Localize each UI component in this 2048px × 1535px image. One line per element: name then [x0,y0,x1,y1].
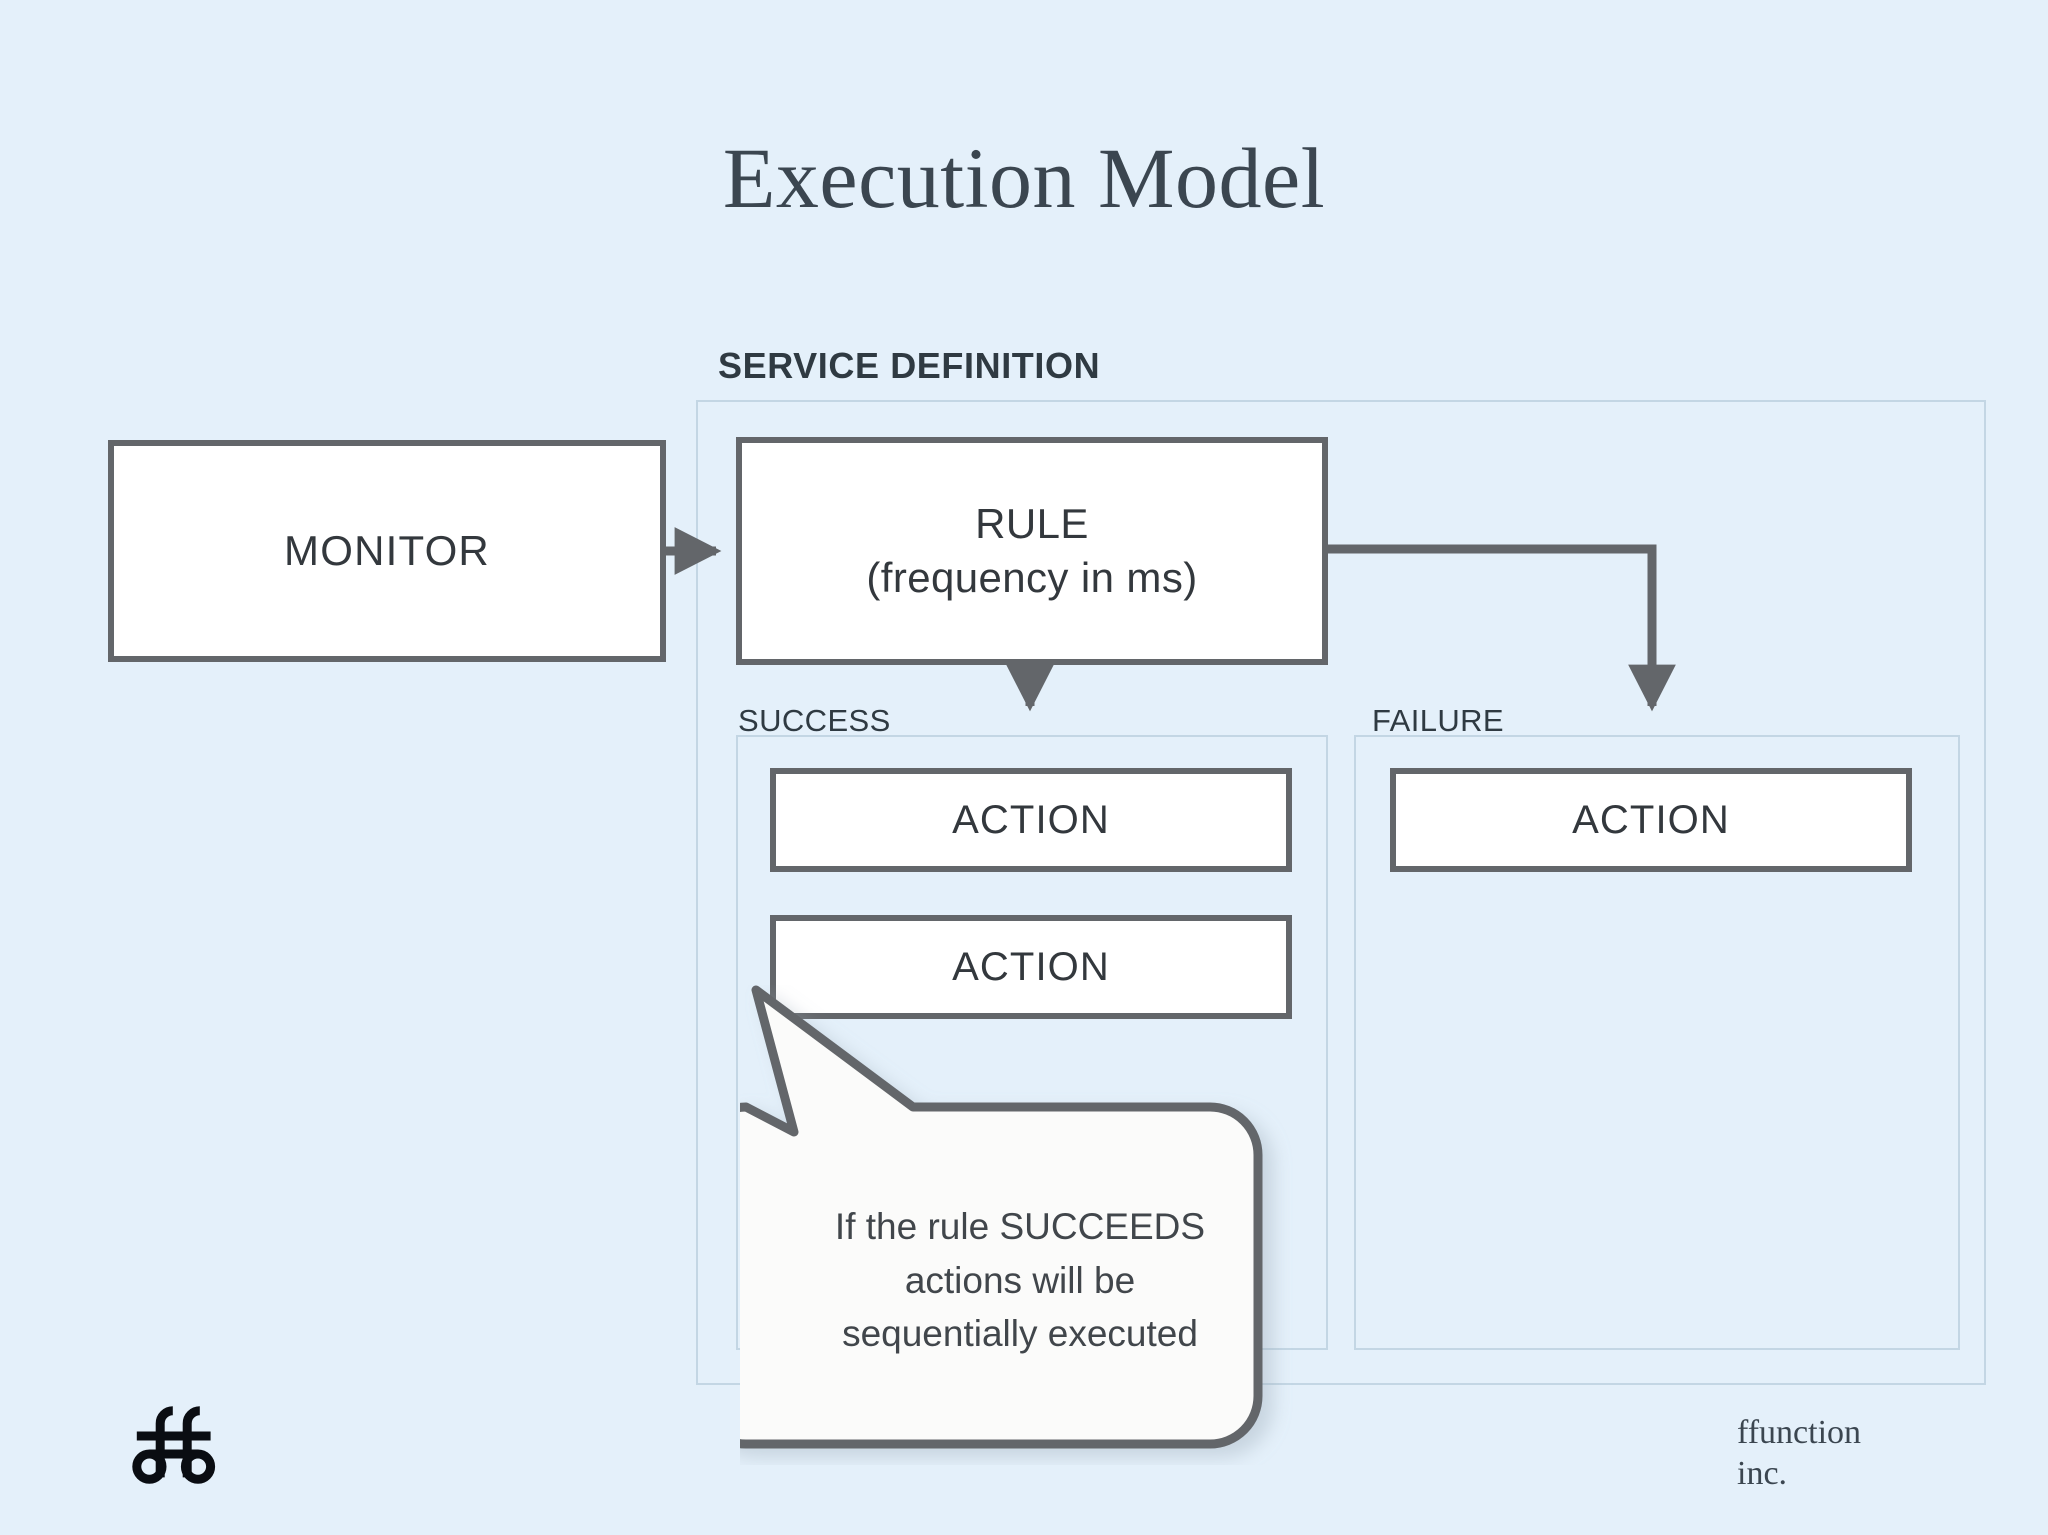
node-success-action-1-label: ACTION [952,797,1110,842]
service-definition-label: SERVICE DEFINITION [718,345,1101,386]
callout-line-1: If the rule SUCCEEDS [834,1206,1206,1247]
node-rule[interactable]: RULE (frequency in ms) [736,437,1328,665]
node-success-action-1[interactable]: ACTION [770,768,1292,872]
failure-label: FAILURE [1372,703,1505,738]
callout-line-3: sequentially executed [842,1313,1198,1355]
node-success-action-2-label: ACTION [952,944,1110,989]
footer-credit-line-2: inc. [1737,1455,1788,1493]
node-monitor-label: MONITOR [284,527,490,574]
node-rule-subtitle: (frequency in ms) [866,554,1198,601]
failure-container [1354,735,1960,1350]
page-title: Execution Model [722,130,1326,226]
callout-line-2: actions will be [904,1259,1136,1301]
node-failure-action-1[interactable]: ACTION [1390,768,1912,872]
node-success-action-2[interactable]: ACTION [770,915,1292,1019]
footer-credit: ffunction inc. [1737,1412,1861,1495]
node-monitor[interactable]: MONITOR [108,440,666,662]
ffunction-monogram-icon [132,1406,216,1484]
callout-bubble: If the rule SUCCEEDS actions will be seq… [693,985,1300,1465]
footer-credit-line-1: ffunction [1737,1414,1862,1451]
success-label: SUCCESS [738,703,891,738]
node-failure-action-1-label: ACTION [1572,797,1730,842]
callout-text: If the rule SUCCEEDS actions will be seq… [800,1200,1240,1361]
node-rule-title: RULE [975,500,1089,548]
service-definition-container [696,400,1986,1385]
